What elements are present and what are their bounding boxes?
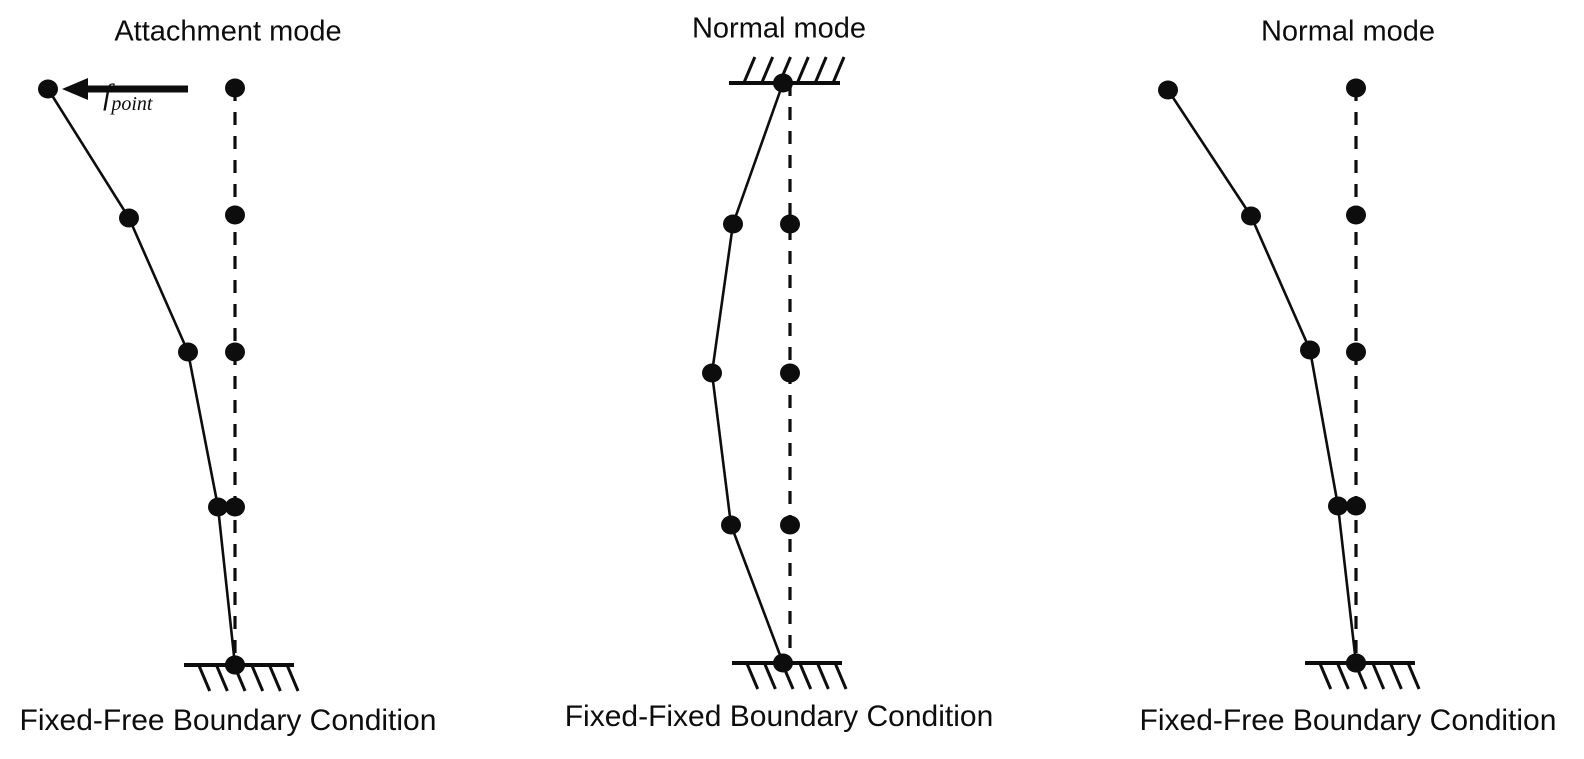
ground-hatch-stroke [232, 664, 247, 692]
reference-node [1346, 496, 1366, 516]
reference-node [225, 78, 245, 98]
reference-node [780, 214, 800, 234]
mode-node [208, 497, 228, 517]
mode-node [723, 214, 743, 234]
ground-hatch-stroke [268, 664, 282, 692]
ground-hatch-stroke [197, 664, 212, 692]
mode-node [1328, 496, 1348, 516]
reference-node [225, 342, 245, 362]
reference-node [780, 515, 800, 535]
mode-node [1241, 206, 1261, 226]
mode-node [1300, 340, 1320, 360]
mode-node [119, 208, 139, 228]
force-label: fpoint [103, 78, 153, 115]
mode-node [178, 342, 198, 362]
boundary-condition-caption: Fixed-Fixed Boundary Condition [565, 700, 994, 733]
mode-node [721, 515, 741, 535]
panel-normal-mode-fixed-fixed-reference [780, 83, 800, 663]
reference-node [780, 363, 800, 383]
ground-hatch-stroke [745, 662, 760, 690]
ground-hatch-stroke [215, 664, 229, 692]
panel-title: Normal mode [1261, 16, 1435, 48]
panel-normal-mode-fixed-fixed-support-bottom [732, 661, 848, 690]
reference-node [1346, 78, 1366, 98]
ground-hatch-stroke [1336, 662, 1350, 690]
ground-hatch-stroke [285, 664, 300, 692]
panel-title: Normal mode [692, 13, 866, 45]
panel-normal-mode-fixed-free-mode-shape [1158, 80, 1366, 673]
panel-normal-mode-fixed-free-reference [1346, 78, 1366, 673]
ground-hatch-stroke [833, 662, 848, 690]
panel-normal-mode-fixed-fixed-mode-shape [702, 73, 793, 673]
mode-shape-line [1166, 88, 1358, 665]
ground-hatch-stroke [763, 662, 777, 690]
ground-hatch-stroke [780, 662, 795, 690]
ground-hatch-stroke [1318, 662, 1333, 690]
boundary-condition-caption: Fixed-Free Boundary Condition [1140, 704, 1557, 737]
ground-hatch-stroke [778, 56, 792, 84]
ground-hatch-stroke [795, 56, 810, 84]
boundary-condition-caption: Fixed-Free Boundary Condition [20, 704, 437, 737]
ground-hatch-stroke [816, 662, 830, 690]
mode-node [702, 363, 722, 383]
mode-shape-line [710, 81, 785, 665]
mode-shape-line [46, 87, 237, 667]
panel-normal-mode-fixed-fixed-support-top [729, 56, 846, 85]
force-arrow-head [62, 78, 88, 100]
ground-hatch-stroke [1371, 662, 1386, 690]
ground-hatch-stroke [760, 56, 775, 84]
ground-hatch-stroke [742, 56, 757, 84]
ground-hatch-stroke [1406, 662, 1421, 690]
panel-attachment-mode-support-bottom [184, 663, 300, 692]
force-label-subscript: point [109, 93, 153, 115]
ground-hatch-stroke [1389, 662, 1403, 690]
reference-node [1346, 342, 1366, 362]
mode-node [1158, 80, 1178, 100]
ground-hatch-stroke [813, 56, 828, 84]
panel-attachment-mode-mode-shape [38, 79, 245, 675]
reference-node [225, 205, 245, 225]
panel-attachment-mode-reference [225, 78, 245, 675]
ground-hatch-stroke [798, 662, 813, 690]
ground-hatch-stroke [250, 664, 265, 692]
panel-title: Attachment mode [114, 16, 341, 48]
panel-normal-mode-fixed-free-support-bottom [1305, 661, 1421, 690]
reference-node [1346, 205, 1366, 225]
reference-node [225, 497, 245, 517]
mode-node [38, 79, 58, 99]
ground-hatch-stroke [831, 56, 846, 84]
panel-attachment-mode-force-arrow [62, 78, 188, 100]
ground-hatch-stroke [1353, 662, 1368, 690]
